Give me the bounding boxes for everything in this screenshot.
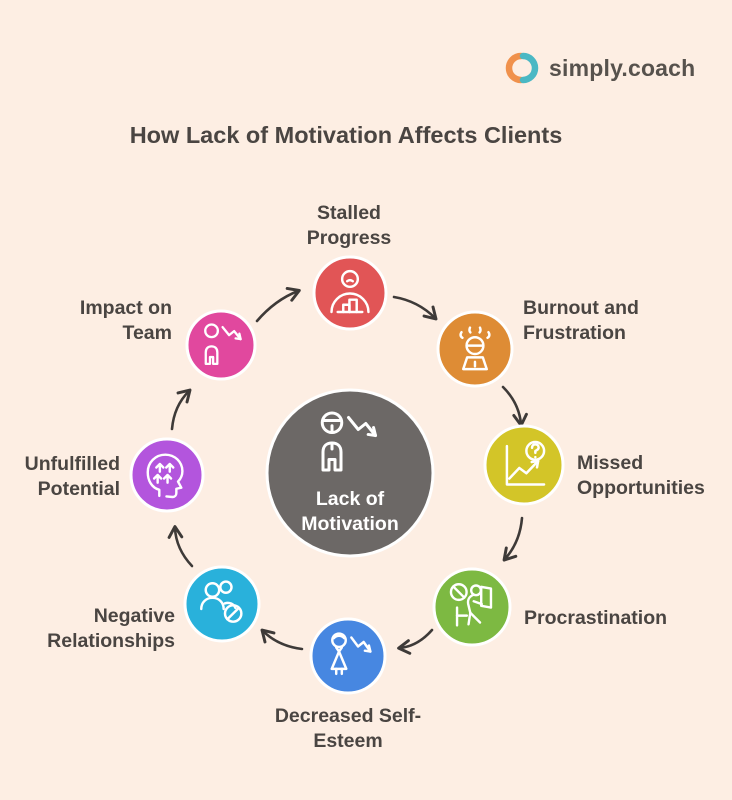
decreased-self-esteem-circle [309,617,387,695]
flow-arrows [167,286,528,655]
burnout-frustration-circle [436,310,514,388]
arrow-impact-to-stalled [255,286,301,323]
negative-relationships-icon [200,580,243,623]
arrow-burnout-to-missed [501,385,528,427]
procrastination-label: Procrastination [524,607,668,629]
missed-opportunities-circle [483,424,565,506]
logo-text: simply.coach [549,54,696,81]
page-title: How Lack of Motivation Affects Clients [129,121,563,148]
procrastination-circle [432,567,512,647]
arrow-unfulfilled-to-impact [170,388,192,431]
negative-relationships-label: Negative Relationships [47,605,175,652]
stalled-progress-label: Stalled Progress [306,202,392,249]
decreased-self-esteem-icon [330,632,372,676]
impact-on-team-icon [204,323,242,366]
arrow-missed-to-procrastination [502,516,524,562]
procrastination-icon [449,583,493,627]
lack-of-motivation-label: Lack of Motivation [301,488,399,536]
logo-right-arc [519,52,539,84]
logo-left-arc [505,52,525,84]
impact-on-team-circle [185,309,257,381]
unfulfilled-potential-icon [146,453,184,499]
arrow-negative-to-unfulfilled [167,525,194,568]
unfulfilled-potential-label: Unfulfilled Potential [24,453,120,500]
impact-on-team-label: Impact on Team [79,297,172,344]
missed-opportunities-icon [505,440,546,486]
missed-opportunities-label: Missed Opportunities [577,452,705,499]
burnout-frustration-icon [459,326,491,371]
lack-of-motivation-circle [265,388,435,558]
burnout-frustration-label: Burnout and Frustration [523,297,639,344]
logo: simply.coach [502,50,695,86]
person-decline-icon [320,411,377,472]
arrow-stalled-to-burnout [392,295,438,321]
arrow-procrastination-to-decreased [397,628,434,655]
stalled-progress-icon [330,269,370,314]
decreased-self-esteem-label: Decreased Self-Esteem [274,705,422,752]
simply-coach-logo-icon [505,52,539,84]
arrow-decreased-to-negative [260,628,304,651]
